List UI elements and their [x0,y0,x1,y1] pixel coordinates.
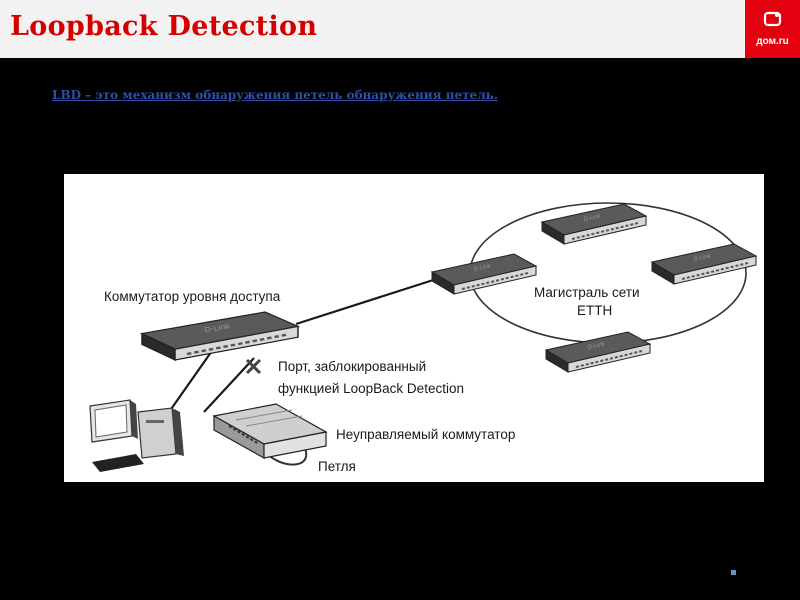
logo-text: дом.ru [756,36,789,47]
backbone-switch-top [541,203,647,245]
bullet-icon [731,570,736,575]
loop-label: Петля [318,459,356,474]
logo-icon [763,11,782,27]
blocked-port-label-line2: функцией LoopBack Detection [278,381,464,396]
brand-logo: дом.ru [745,0,800,58]
slide-subtitle: LBD – это механизм обнаружения петель об… [52,88,498,102]
access-switch [140,310,300,362]
slide-header: Loopback Detection дом.ru [0,0,800,58]
access-switch-label: Коммутатор уровня доступа [104,289,281,304]
backbone-switch-right [651,243,757,285]
unmanaged-switch-label: Неуправляемый коммутатор [336,427,516,442]
backbone-switch-left [431,253,537,295]
computer-icon [89,399,184,472]
slide-title: Loopback Detection [10,11,318,42]
backbone-label-line1: Магистраль сети [534,285,640,300]
diagram-graphics: D-Link [89,202,757,472]
backbone-label-line2: ETTH [577,303,613,318]
network-diagram: D-Link [64,174,764,482]
uplink-cable [295,272,453,326]
unmanaged-switch [212,403,328,460]
backbone-switch-bottom [545,331,651,373]
blocked-port-cable [203,357,255,413]
blocked-port-label-line1: Порт, заблокированный [278,359,427,374]
blocked-x-icon [245,358,262,375]
